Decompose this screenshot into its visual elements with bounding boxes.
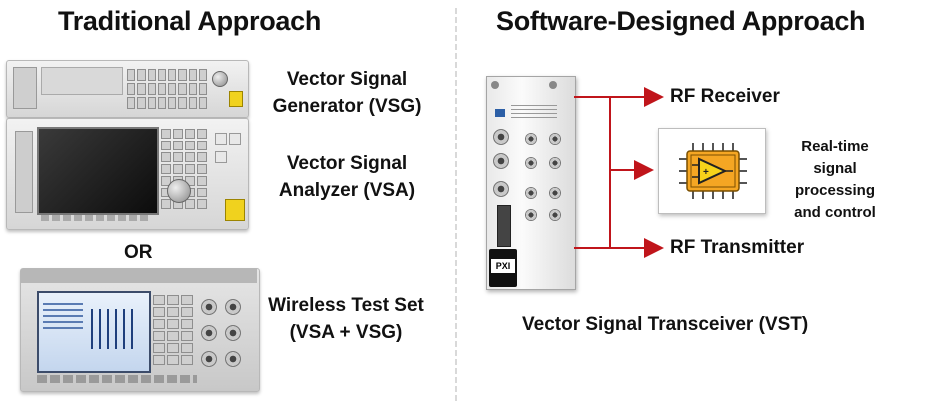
wireless-test-set-label: Wireless Test Set (VSA + VSG) [268,295,424,343]
rf-transmitter-label: RF Transmitter [670,237,805,258]
svg-text:+: + [703,167,709,178]
processor-chip-icon: + [679,143,747,199]
vst-module-image: PXI [486,76,576,290]
section-divider [455,8,457,402]
processor-chip-box: + [658,128,766,214]
vsg-label: Vector Signal Generator (VSG) [272,69,422,117]
vsa-instrument-image [6,118,249,230]
wireless-test-set-image [20,268,260,392]
software-designed-title: Software-Designed Approach [496,6,866,36]
vsa-label: Vector Signal Analyzer (VSA) [278,153,416,201]
vst-label: Vector Signal Transceiver (VST) [522,314,809,335]
rf-receiver-label: RF Receiver [670,86,780,107]
pxi-badge: PXI [491,259,515,273]
traditional-title: Traditional Approach [58,6,322,36]
realtime-processing-label: Real-time signal processing and control [794,138,876,221]
or-label: OR [124,242,153,263]
vsg-instrument-image [6,60,249,118]
